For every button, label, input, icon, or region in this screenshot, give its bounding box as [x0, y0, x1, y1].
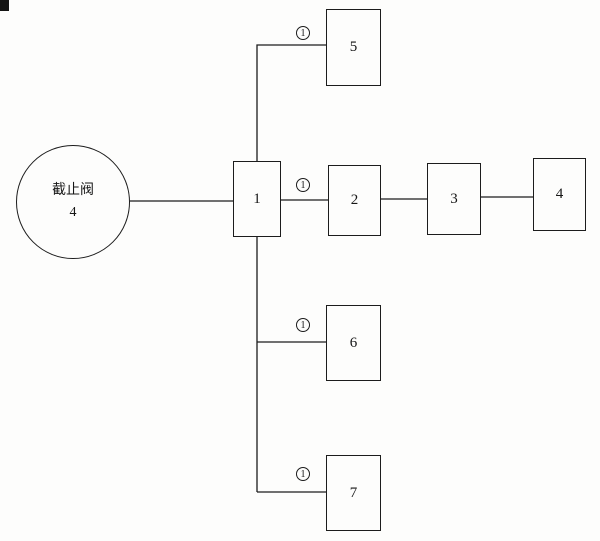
- box-4-label: 4: [555, 186, 564, 202]
- valve-name: 截止阀: [52, 183, 94, 199]
- scan-artifact: [0, 0, 9, 11]
- box-5: 5: [326, 9, 381, 86]
- circled-one-label-box5: 1: [296, 26, 310, 40]
- valve-node: 截止阀 4: [16, 145, 130, 259]
- circled-one-label-box2: 1: [296, 178, 310, 192]
- box-4: 4: [533, 158, 586, 231]
- box-3-label: 3: [450, 190, 458, 207]
- connector-box1-box5: [256, 44, 326, 161]
- circled-one-label-box7: 1: [296, 467, 310, 481]
- box-6: 6: [326, 305, 381, 381]
- box-3: 3: [427, 163, 481, 235]
- box-7-label: 7: [349, 484, 358, 501]
- box-6-label: 6: [349, 334, 358, 351]
- box-1-label: 1: [253, 190, 261, 207]
- box-7: 7: [326, 455, 381, 531]
- box-2-label: 2: [350, 192, 359, 208]
- circled-one-label-box6: 1: [296, 318, 310, 332]
- box-1: 1: [233, 161, 281, 237]
- valve-number: 4: [69, 205, 77, 220]
- box-2: 2: [328, 165, 381, 236]
- box-5-label: 5: [349, 39, 358, 55]
